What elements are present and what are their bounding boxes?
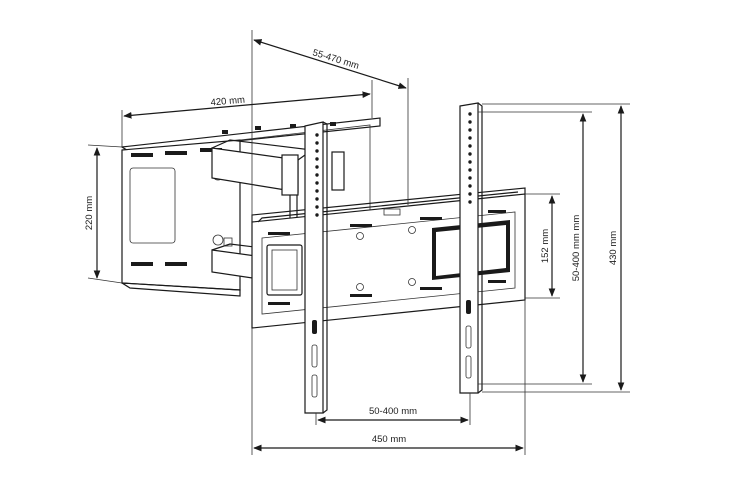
tv-plate-width-label: 450 mm [372,434,406,445]
vesa-vertical-label: 50-400 mm mm [571,215,582,282]
dimension-lines [87,30,630,455]
tv-plate-height-label: 152 mm [540,229,551,263]
vesa-horizontal-label: 50-400 mm [369,406,417,417]
wall-plate-width-label: 420 mm [210,95,245,109]
wall-plate-height-label: 220 mm [84,196,95,230]
wall-plate [120,117,381,297]
arm-extension-label: 55-470 mm [311,47,360,72]
tv-plate [223,187,526,329]
vesa-bracket-right [459,102,483,394]
vesa-bracket-left [304,121,328,414]
total-height-label: 430 mm [608,231,619,265]
